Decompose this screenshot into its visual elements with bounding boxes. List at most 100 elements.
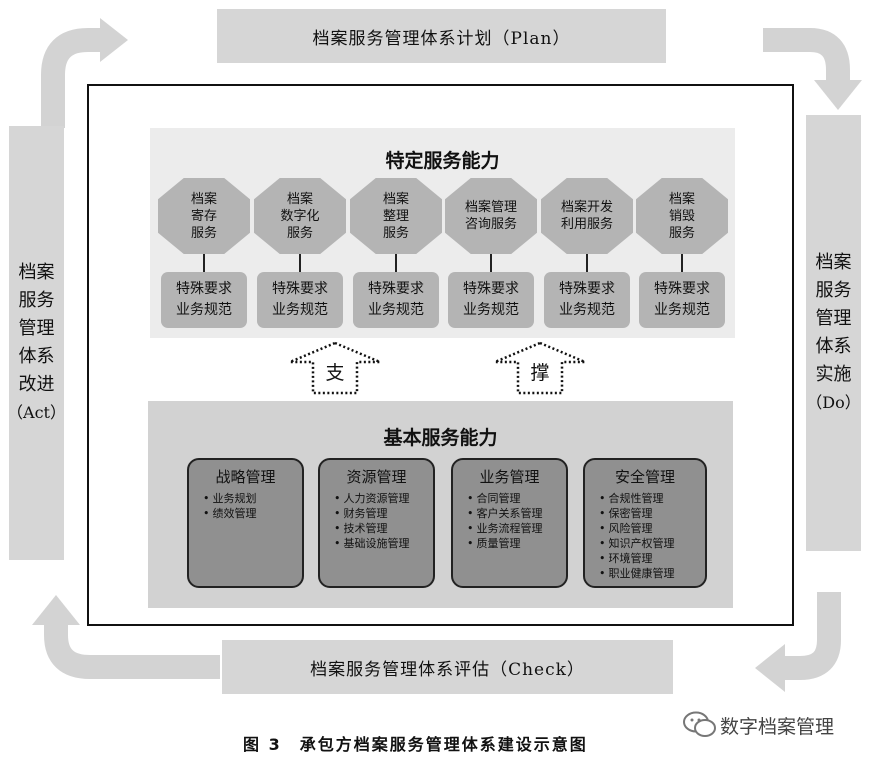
do-banner: 档案 服务 管理 体系 实施 （Do） <box>806 115 861 551</box>
mgmt-list: 业务规划 绩效管理 <box>189 491 302 521</box>
requirement-box: 特殊要求 业务规范 <box>544 272 630 328</box>
mgmt-item: 合同管理 <box>467 491 566 506</box>
act-line: 改进 <box>18 374 55 395</box>
do-line: 档案 <box>815 252 852 273</box>
service-octagon: 档案 整理 服务 <box>350 178 442 254</box>
act-line: 服务 <box>18 290 55 311</box>
service-line: 档案管理 <box>464 200 517 215</box>
mgmt-item: 绩效管理 <box>203 506 302 521</box>
check-label: 档案服务管理体系评估（Check） <box>310 659 585 680</box>
mgmt-item: 基础设施管理 <box>334 536 433 551</box>
service-octagon: 档案开发 利用服务 <box>541 178 633 254</box>
requirement-box: 特殊要求 业务规范 <box>353 272 439 328</box>
requirement-box: 特殊要求 业务规范 <box>448 272 534 328</box>
service-octagon: 档案管理 咨询服务 <box>445 178 537 254</box>
do-line: （Do） <box>806 393 861 412</box>
service-line: 档案 <box>190 191 217 207</box>
act-line: 体系 <box>18 346 55 367</box>
mgmt-item: 职业健康管理 <box>599 566 705 581</box>
wechat-icon <box>683 711 716 737</box>
strategy-management-box: 战略管理 业务规划 绩效管理 <box>187 458 304 588</box>
requirement-line: 特殊要求 <box>559 281 615 297</box>
requirement-line: 特殊要求 <box>272 281 328 297</box>
service-line: 服务 <box>382 225 409 241</box>
support-label-right: 撑 <box>530 362 550 384</box>
service-octagon: 档案 销毁 服务 <box>636 178 728 254</box>
service-line: 咨询服务 <box>464 217 517 232</box>
service-line: 档案 <box>382 191 409 207</box>
specific-capability-title: 特定服务能力 <box>385 150 500 172</box>
mgmt-item: 人力资源管理 <box>334 491 433 506</box>
service-column: 档案 数字化 服务 特殊要求 业务规范 <box>254 178 346 328</box>
service-column: 档案管理 咨询服务 特殊要求 业务规范 <box>445 178 537 328</box>
connector-line <box>203 254 205 272</box>
support-arrow-left <box>289 341 381 395</box>
service-line: 服务 <box>286 225 313 241</box>
service-line: 寄存 <box>190 208 217 224</box>
service-octagon: 档案 寄存 服务 <box>158 178 250 254</box>
service-line: 整理 <box>382 208 409 224</box>
requirement-line: 特殊要求 <box>176 281 232 297</box>
act-line: （Act） <box>7 403 66 422</box>
mgmt-item: 合规性管理 <box>599 491 705 506</box>
service-line: 销毁 <box>668 208 695 224</box>
support-label-left: 支 <box>325 362 345 384</box>
service-line: 数字化 <box>280 208 320 224</box>
check-banner: 档案服务管理体系评估（Check） <box>222 640 673 694</box>
requirement-line: 特殊要求 <box>654 281 710 297</box>
requirement-box: 特殊要求 业务规范 <box>257 272 343 328</box>
mgmt-item: 风险管理 <box>599 521 705 536</box>
connector-line <box>490 254 492 272</box>
connector-line <box>395 254 397 272</box>
plan-banner: 档案服务管理体系计划（Plan） <box>217 9 666 63</box>
business-management-box: 业务管理 合同管理 客户关系管理 业务流程管理 质量管理 <box>451 458 568 588</box>
service-line: 档案开发 <box>560 200 613 215</box>
mgmt-title: 业务管理 <box>479 468 540 486</box>
basic-capability-title: 基本服务能力 <box>383 427 498 449</box>
do-line: 服务 <box>815 280 852 301</box>
act-banner: 档案 服务 管理 体系 改进 （Act） <box>7 126 66 560</box>
service-column: 档案 销毁 服务 特殊要求 业务规范 <box>636 178 728 328</box>
service-column: 档案开发 利用服务 特殊要求 业务规范 <box>541 178 633 328</box>
mgmt-item: 客户关系管理 <box>467 506 566 521</box>
requirement-box: 特殊要求 业务规范 <box>639 272 725 328</box>
connector-line <box>681 254 683 272</box>
service-column: 档案 寄存 服务 特殊要求 业务规范 <box>158 178 250 328</box>
service-line: 利用服务 <box>560 217 613 232</box>
mgmt-list: 合规性管理 保密管理 风险管理 知识产权管理 环境管理 职业健康管理 <box>585 491 705 581</box>
mgmt-item: 业务流程管理 <box>467 521 566 536</box>
do-line: 体系 <box>815 336 852 357</box>
service-column: 档案 整理 服务 特殊要求 业务规范 <box>350 178 442 328</box>
mgmt-item: 保密管理 <box>599 506 705 521</box>
mgmt-item: 知识产权管理 <box>599 536 705 551</box>
requirement-line: 业务规范 <box>176 302 232 318</box>
mgmt-item: 质量管理 <box>467 536 566 551</box>
requirement-line: 业务规范 <box>368 302 424 318</box>
watermark-text: 数字档案管理 <box>720 716 835 738</box>
mgmt-title: 安全管理 <box>614 468 675 486</box>
requirement-line: 特殊要求 <box>368 281 424 297</box>
mgmt-list: 合同管理 客户关系管理 业务流程管理 质量管理 <box>453 491 566 551</box>
do-line: 实施 <box>815 364 852 385</box>
mgmt-title: 资源管理 <box>346 468 407 486</box>
do-line: 管理 <box>815 308 852 329</box>
plan-label: 档案服务管理体系计划（Plan） <box>312 28 571 49</box>
resource-management-box: 资源管理 人力资源管理 财务管理 技术管理 基础设施管理 <box>318 458 435 588</box>
requirement-line: 业务规范 <box>463 302 519 318</box>
mgmt-item: 业务规划 <box>203 491 302 506</box>
act-line: 档案 <box>18 262 55 283</box>
requirement-line: 业务规范 <box>272 302 328 318</box>
requirement-line: 特殊要求 <box>463 281 519 297</box>
requirement-line: 业务规范 <box>559 302 615 318</box>
connector-line <box>586 254 588 272</box>
mgmt-item: 技术管理 <box>334 521 433 536</box>
act-line: 管理 <box>18 318 55 339</box>
requirement-box: 特殊要求 业务规范 <box>161 272 247 328</box>
connector-line <box>299 254 301 272</box>
mgmt-list: 人力资源管理 财务管理 技术管理 基础设施管理 <box>320 491 433 551</box>
requirement-line: 业务规范 <box>654 302 710 318</box>
mgmt-item: 环境管理 <box>599 551 705 566</box>
service-line: 档案 <box>286 191 313 207</box>
service-octagon: 档案 数字化 服务 <box>254 178 346 254</box>
